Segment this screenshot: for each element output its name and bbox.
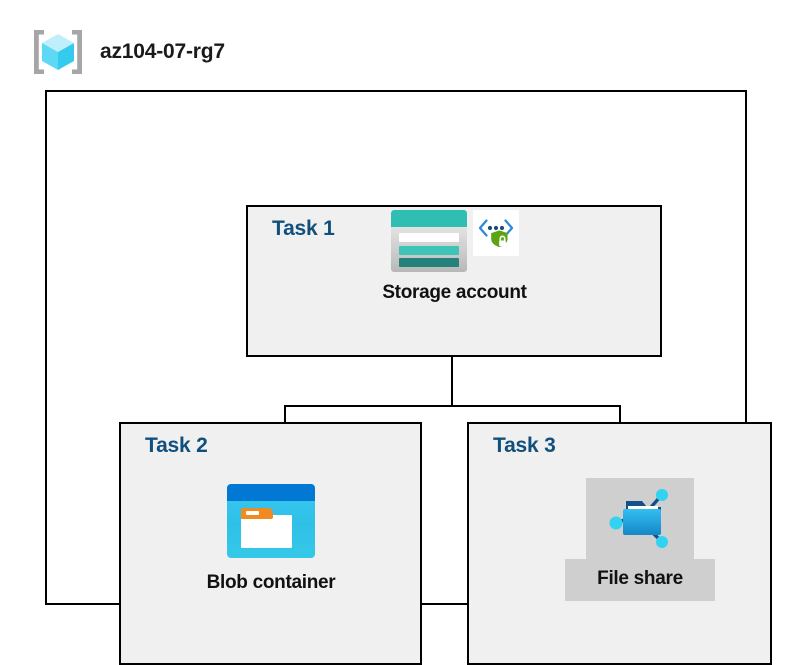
storage-account-icon: [390, 210, 467, 272]
resource-group-name: az104-07-rg7: [100, 40, 225, 63]
task-2-label: Task 2: [145, 434, 208, 457]
connector-horizontal-bus: [284, 405, 621, 407]
resource-group-container: Task 1: [45, 90, 772, 665]
file-share-icon-highlight: [586, 478, 694, 559]
connector-storage-stem: [451, 323, 453, 407]
node-storage-account[interactable]: Storage account: [332, 210, 577, 304]
file-share-icon: [604, 483, 676, 555]
storage-icon-group: [390, 210, 519, 272]
node-blob-container[interactable]: Blob container: [167, 484, 375, 594]
blob-container-icon: [227, 484, 315, 558]
file-share-caption: File share: [565, 559, 715, 601]
storage-account-caption: Storage account: [382, 282, 527, 303]
task-3-label: Task 3: [493, 434, 556, 457]
resource-group-icon: [30, 27, 86, 77]
resource-group-header: az104-07-rg7: [30, 27, 225, 77]
diagram-canvas: az104-07-rg7 Task 1: [30, 27, 772, 665]
node-file-share[interactable]: File share: [527, 478, 753, 601]
secure-endpoint-icon: [472, 210, 519, 256]
blob-container-caption: Blob container: [206, 572, 336, 593]
task-1-label: Task 1: [272, 217, 335, 240]
